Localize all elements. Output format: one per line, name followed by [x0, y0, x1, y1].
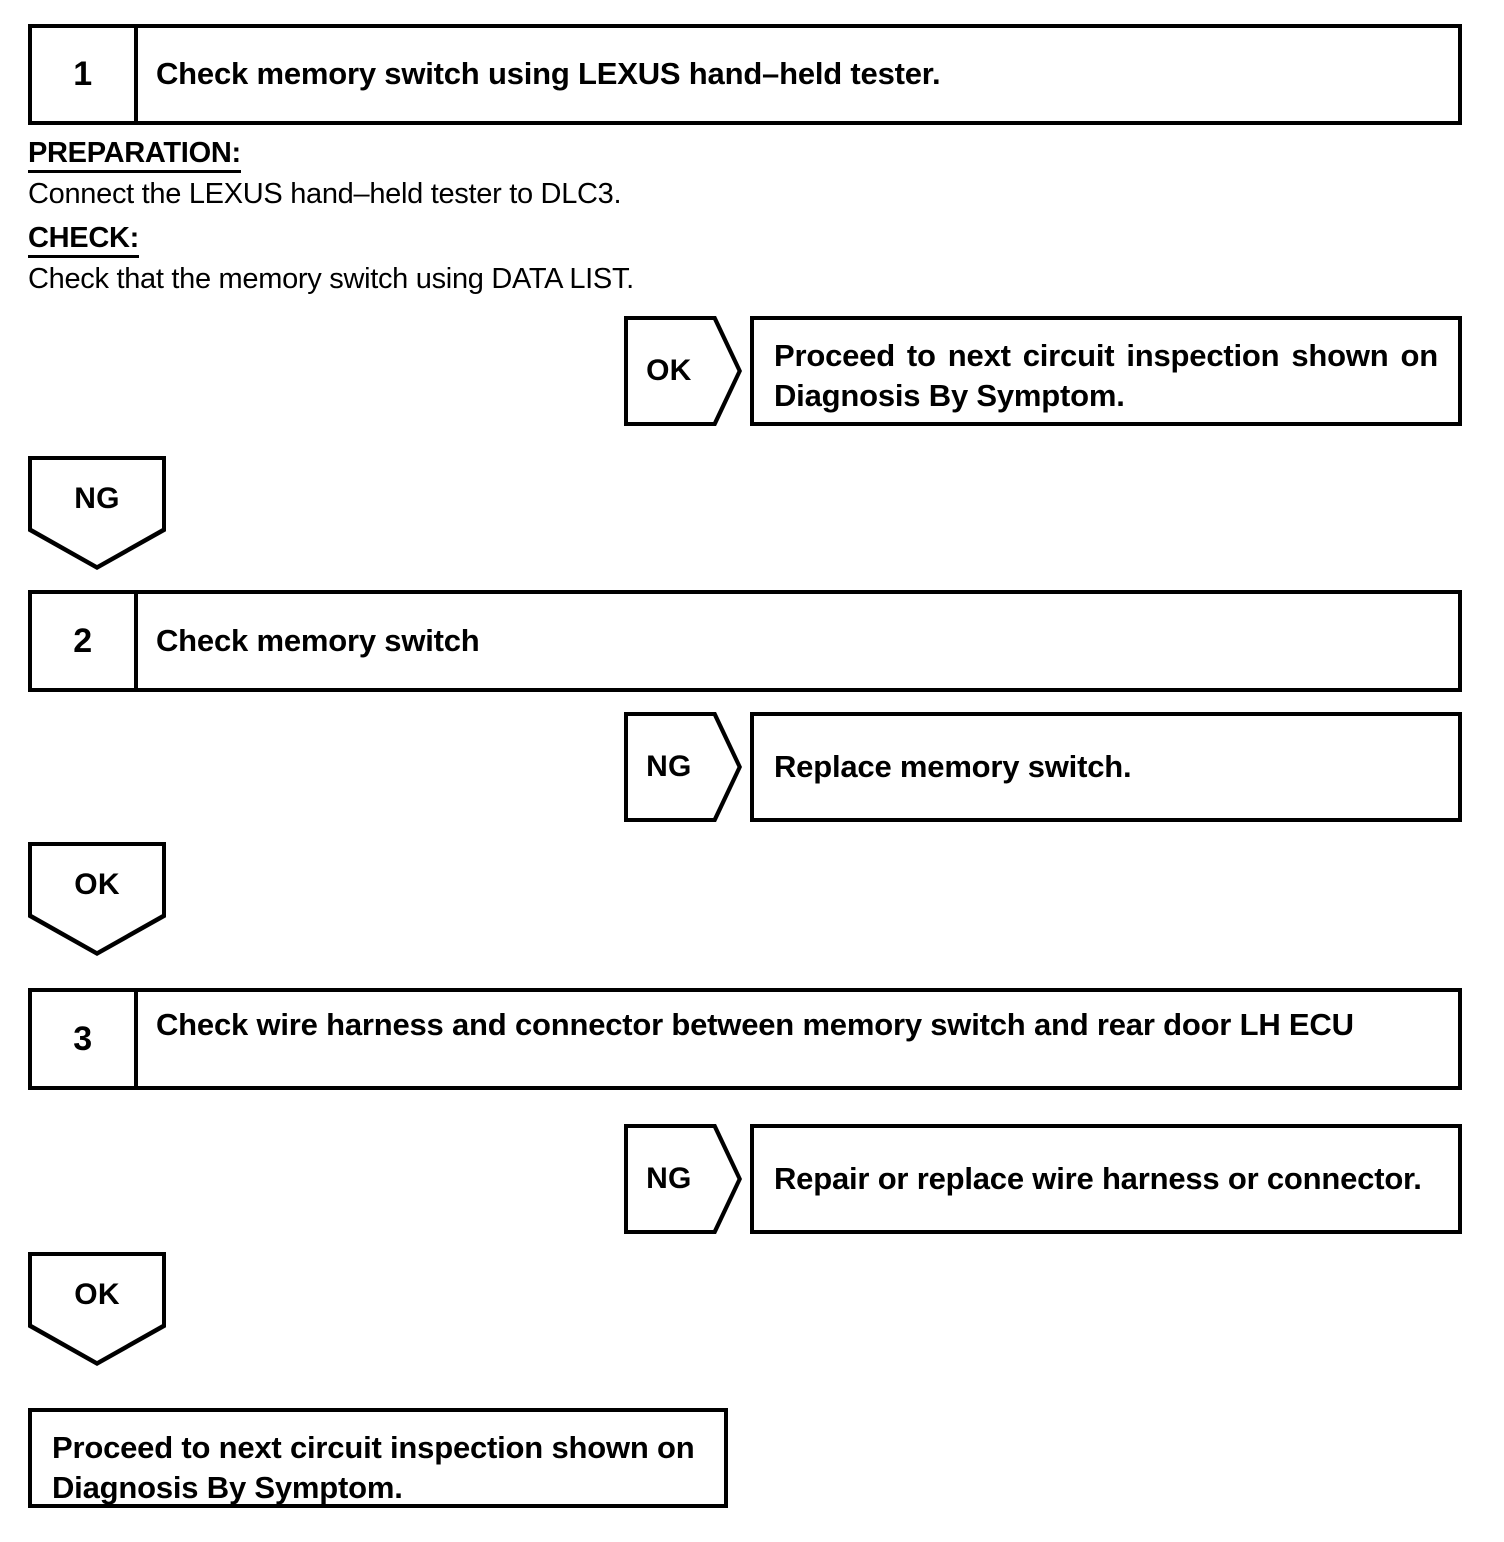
- branch-tag-ok-step-1: OK: [624, 316, 742, 426]
- continue-tag-ok-step-3: OK: [28, 1252, 166, 1366]
- continue-tag-ng-step-1-label: NG: [74, 482, 120, 515]
- result-box-ok-step-1-line1: Proceed to next circuit inspection shown…: [774, 338, 1438, 373]
- continue-tag-ng-step-1: NG: [28, 456, 166, 570]
- final-result-line2: Diagnosis By Symptom.: [52, 1469, 403, 1505]
- step-number-1: 1: [32, 28, 138, 121]
- continue-tag-ok-step-2: OK: [28, 842, 166, 956]
- final-result-box: Proceed to next circuit inspection shown…: [28, 1408, 728, 1508]
- result-box-ng-step-2: Replace memory switch.: [750, 712, 1462, 822]
- result-box-ok-step-1-line2: Diagnosis By Symptom.: [774, 377, 1125, 413]
- step-box-1: 1 Check memory switch using LEXUS hand–h…: [28, 24, 1462, 125]
- step-box-2: 2 Check memory switch: [28, 590, 1462, 692]
- branch-tag-ng-step-2: NG: [624, 712, 742, 822]
- check-heading-wrap: CHECK:: [28, 222, 928, 259]
- step-box-3: 3 Check wire harness and connector betwe…: [28, 988, 1462, 1090]
- step-title-2: Check memory switch: [156, 622, 480, 658]
- check-text: Check that the memory switch using DATA …: [28, 263, 634, 296]
- step-title-1: Check memory switch using LEXUS hand–hel…: [156, 56, 941, 92]
- branch-tag-ng-step-3-fill: [628, 1128, 738, 1230]
- branch-tag-ng-step-2-fill: [628, 716, 738, 818]
- result-box-ng-step-3-line1: Repair or replace wire harness or connec…: [774, 1161, 1422, 1197]
- result-box-ok-step-1: Proceed to next circuit inspection shown…: [750, 316, 1462, 426]
- branch-tag-ok-step-1-fill: [628, 320, 738, 422]
- preparation-heading: PREPARATION:: [28, 137, 241, 174]
- step-number-3: 3: [32, 992, 138, 1086]
- branch-tag-ok-step-1-label: OK: [646, 354, 692, 387]
- step-number-2: 2: [32, 594, 138, 688]
- branch-tag-ng-step-3-label: NG: [646, 1162, 692, 1195]
- result-box-ng-step-2-line1: Replace memory switch.: [774, 749, 1132, 785]
- preparation-text: Connect the LEXUS hand–held tester to DL…: [28, 178, 622, 211]
- preparation-heading-wrap: PREPARATION:: [28, 137, 928, 174]
- step-title-3: Check wire harness and connector between…: [156, 1007, 1354, 1042]
- continue-tag-ok-step-3-label: OK: [74, 1278, 120, 1311]
- branch-tag-ng-step-3: NG: [624, 1124, 742, 1234]
- check-heading: CHECK:: [28, 222, 139, 259]
- result-box-ng-step-3: Repair or replace wire harness or connec…: [750, 1124, 1462, 1234]
- step-1-procedure: PREPARATION: Connect the LEXUS hand–held…: [28, 137, 928, 307]
- branch-tag-ng-step-2-label: NG: [646, 750, 692, 783]
- continue-tag-ok-step-2-label: OK: [74, 868, 120, 901]
- final-result-line1: Proceed to next circuit inspection shown…: [52, 1430, 695, 1465]
